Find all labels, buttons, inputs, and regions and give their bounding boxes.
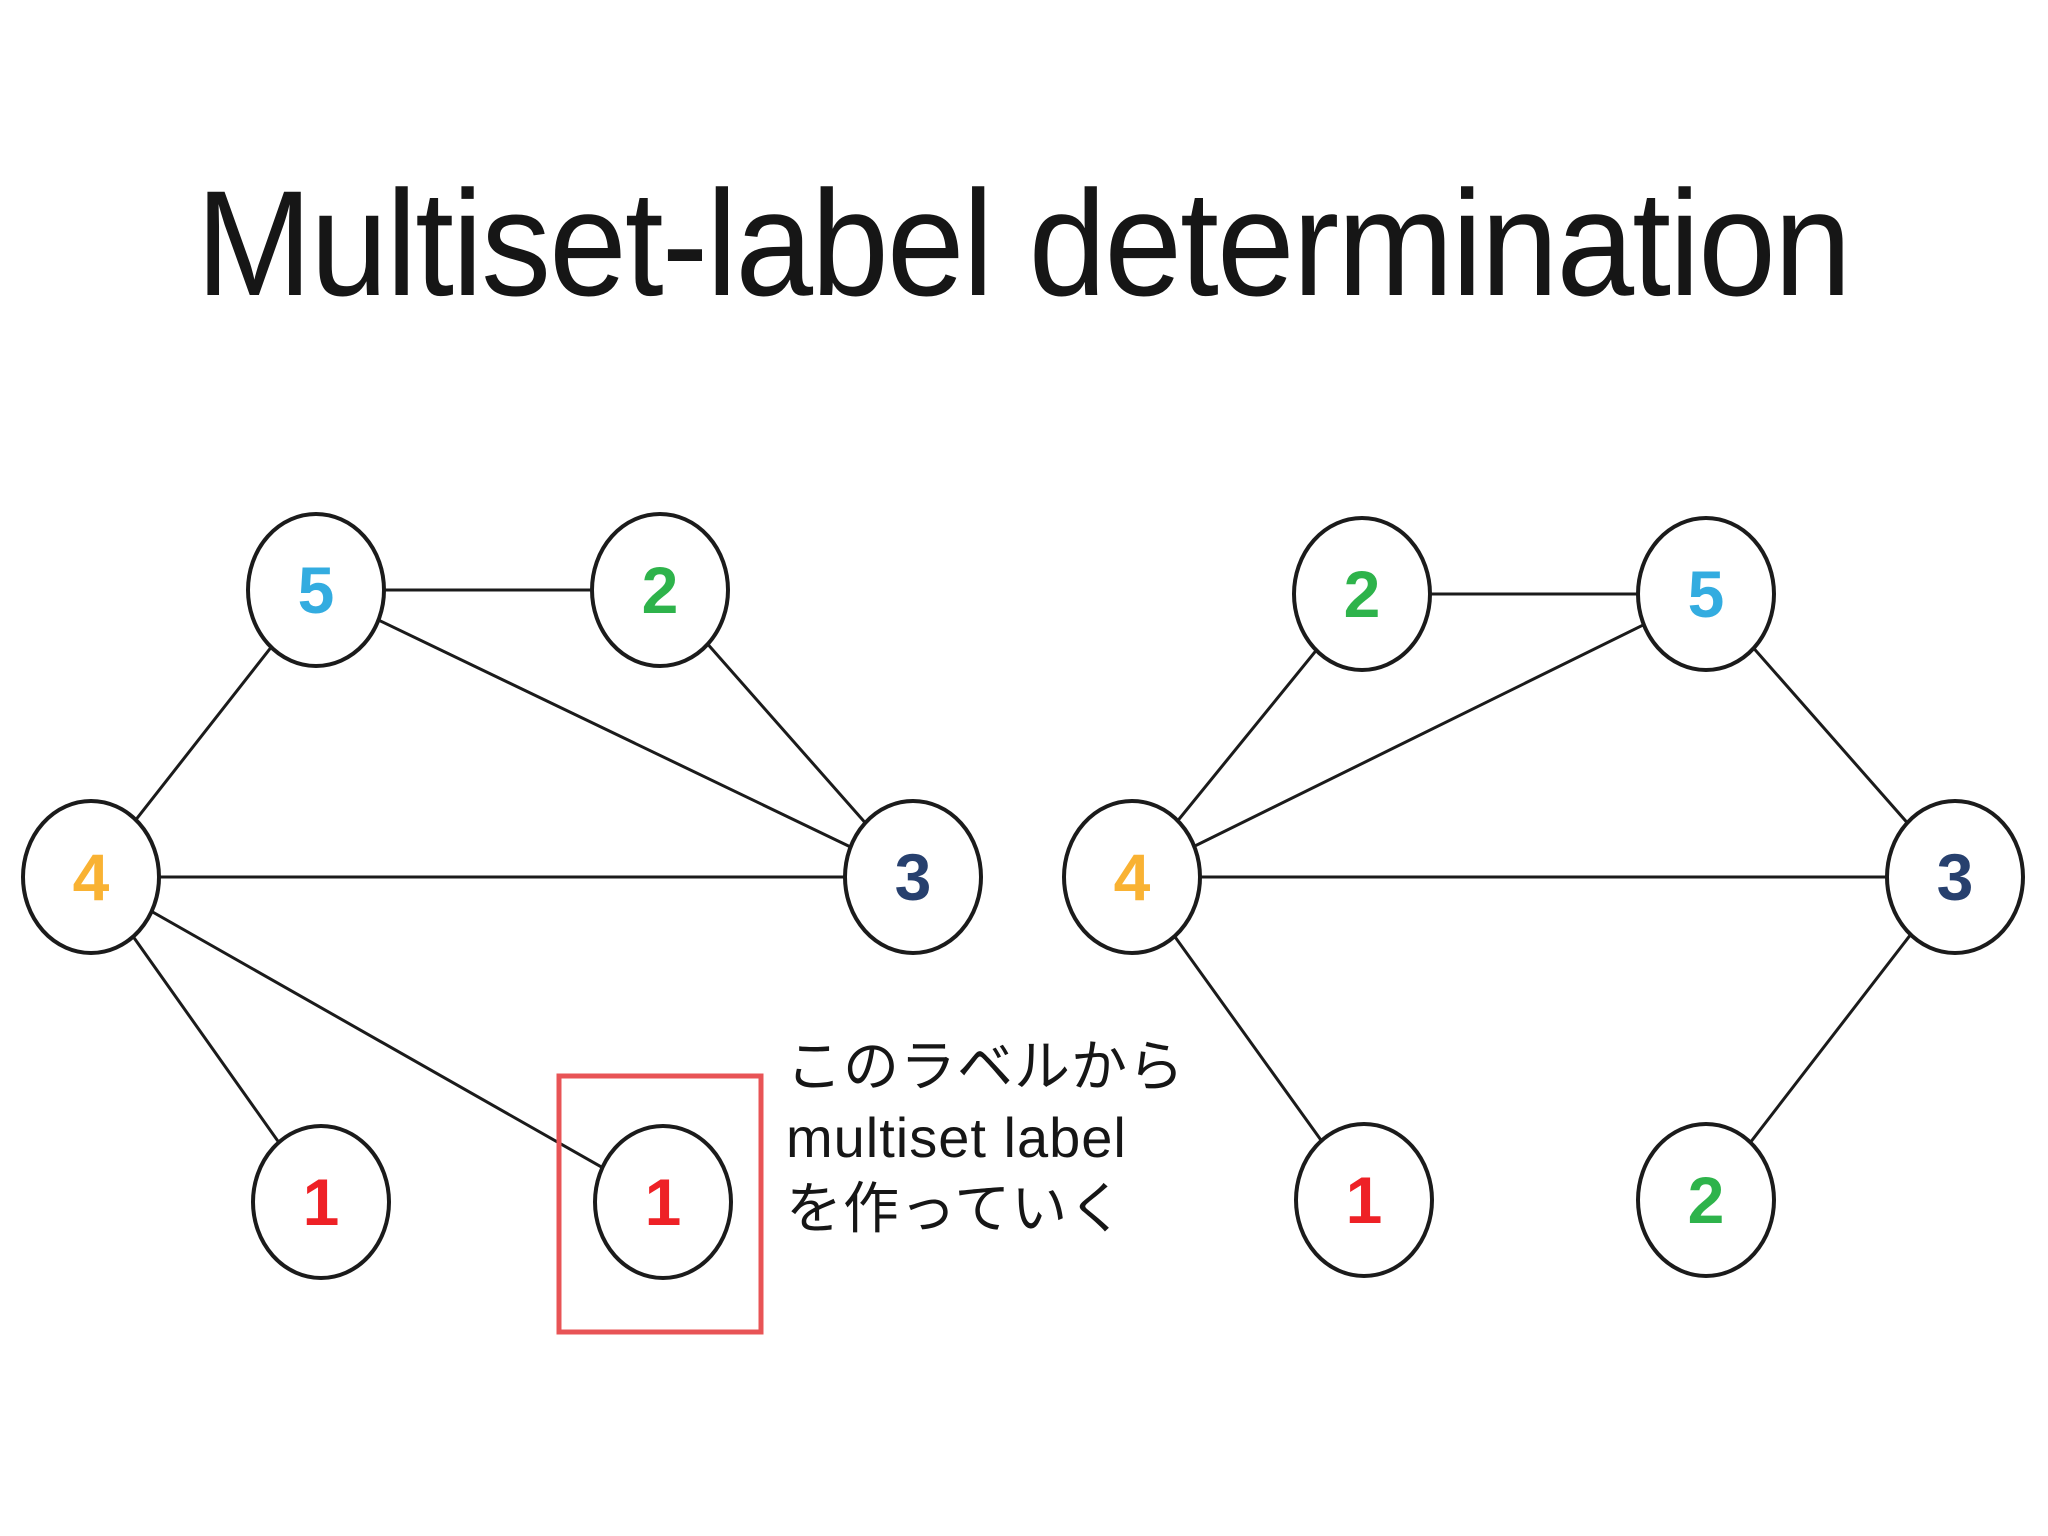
right-graph-node-2b: 2 (1636, 1122, 1776, 1278)
graph-edge-5-4 (1131, 592, 1707, 879)
node-circle (1292, 516, 1432, 672)
annotation-line-3: を作っていく (786, 1177, 1126, 1240)
node-label: 2 (1688, 1163, 1725, 1237)
right-graph-node-3: 3 (1885, 799, 2025, 955)
annotation-line-2: multiset label (786, 1106, 1127, 1169)
left-graph-node-3: 3 (843, 799, 983, 955)
left-graph-node-5: 5 (246, 512, 386, 668)
left-graph-node-4: 4 (21, 799, 161, 955)
annotation-text: このラベルから multiset label を作っていく (786, 1031, 1185, 1244)
node-label: 2 (1344, 557, 1381, 631)
highlight-box (556, 1073, 764, 1335)
node-label: 1 (303, 1165, 340, 1239)
node-circle (251, 1124, 391, 1280)
node-label: 1 (645, 1165, 682, 1239)
node-circle (1636, 1122, 1776, 1278)
annotation-line-1: このラベルから (786, 1035, 1185, 1098)
left-graph-node-1b: 1 (593, 1124, 733, 1280)
right-graph-node-2: 2 (1292, 516, 1432, 672)
node-circle (843, 799, 983, 955)
node-circle (1636, 516, 1776, 672)
node-label: 2 (642, 553, 679, 627)
node-circle (246, 512, 386, 668)
node-label: 5 (1688, 557, 1725, 631)
node-circle (590, 512, 730, 668)
node-label: 4 (1114, 840, 1151, 914)
node-circle (1294, 1122, 1434, 1278)
node-label: 4 (73, 840, 110, 914)
right-graph-node-1: 1 (1294, 1122, 1434, 1278)
left-graph-node-2: 2 (590, 512, 730, 668)
graph-edge-4-1b (90, 875, 664, 1204)
node-circle (593, 1124, 733, 1280)
graph-edge-5-3 (315, 588, 914, 879)
node-label: 3 (1937, 840, 1974, 914)
slide-title: Multiset-label determination (196, 159, 1852, 327)
node-circle (1062, 799, 1202, 955)
node-circle (21, 799, 161, 955)
right-graph-node-4: 4 (1062, 799, 1202, 955)
node-label: 1 (1346, 1163, 1383, 1237)
node-label: 3 (895, 840, 932, 914)
left-graph-node-1a: 1 (251, 1124, 391, 1280)
node-label: 5 (298, 553, 335, 627)
right-graph: 2 5 4 3 1 2 (1062, 516, 2025, 1278)
right-graph-node-5: 5 (1636, 516, 1776, 672)
left-graph: 5 2 4 3 1 1 (21, 512, 983, 1280)
node-circle (1885, 799, 2025, 955)
